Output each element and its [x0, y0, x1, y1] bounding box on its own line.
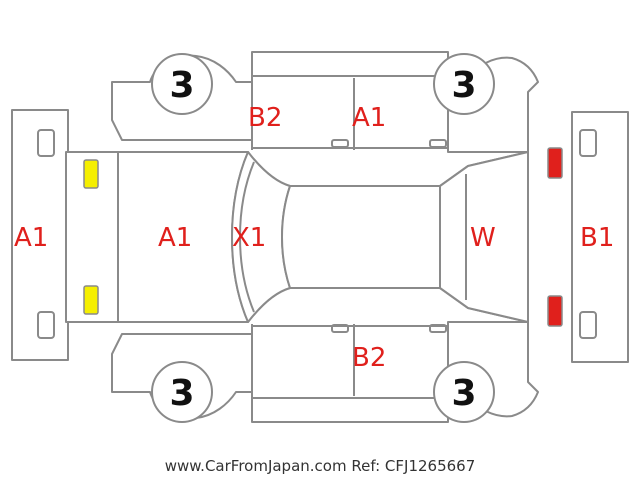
taillamp-left[interactable] — [547, 147, 563, 179]
right-side-sill[interactable] — [251, 397, 449, 423]
rear-bumper-code: B1 — [580, 223, 614, 253]
tire-rear-right-value: 3 — [451, 373, 476, 414]
tire-rear-left-value: 3 — [451, 65, 476, 106]
left-front-door-code: B2 — [248, 103, 282, 133]
left-side-sill[interactable] — [251, 51, 449, 77]
tire-front-left[interactable]: 3 — [151, 53, 213, 115]
tire-rear-right[interactable]: 3 — [433, 361, 495, 423]
front-bumper-code: A1 — [14, 223, 48, 253]
tire-front-right[interactable]: 3 — [151, 361, 213, 423]
front-windshield-code: X1 — [232, 223, 266, 253]
roof[interactable] — [281, 185, 441, 289]
hood-code: A1 — [158, 223, 192, 253]
front-bumper[interactable] — [11, 109, 69, 361]
headlamp-left[interactable] — [83, 159, 99, 189]
rear-window-code: W — [470, 223, 496, 253]
tire-front-left-value: 3 — [169, 65, 194, 106]
right-front-door-code: B2 — [352, 343, 386, 373]
site-url: www.CarFromJapan.com — [164, 457, 347, 475]
watermark: www.CarFromJapan.com Ref: CFJ1265667 — [0, 457, 640, 475]
headlamp-right[interactable] — [83, 285, 99, 315]
rear-bumper[interactable] — [571, 111, 629, 363]
tire-front-right-value: 3 — [169, 373, 194, 414]
taillamp-right[interactable] — [547, 295, 563, 327]
tire-rear-left[interactable]: 3 — [433, 53, 495, 115]
reference-number: Ref: CFJ1265667 — [351, 457, 476, 475]
left-rear-door-code: A1 — [352, 103, 386, 133]
